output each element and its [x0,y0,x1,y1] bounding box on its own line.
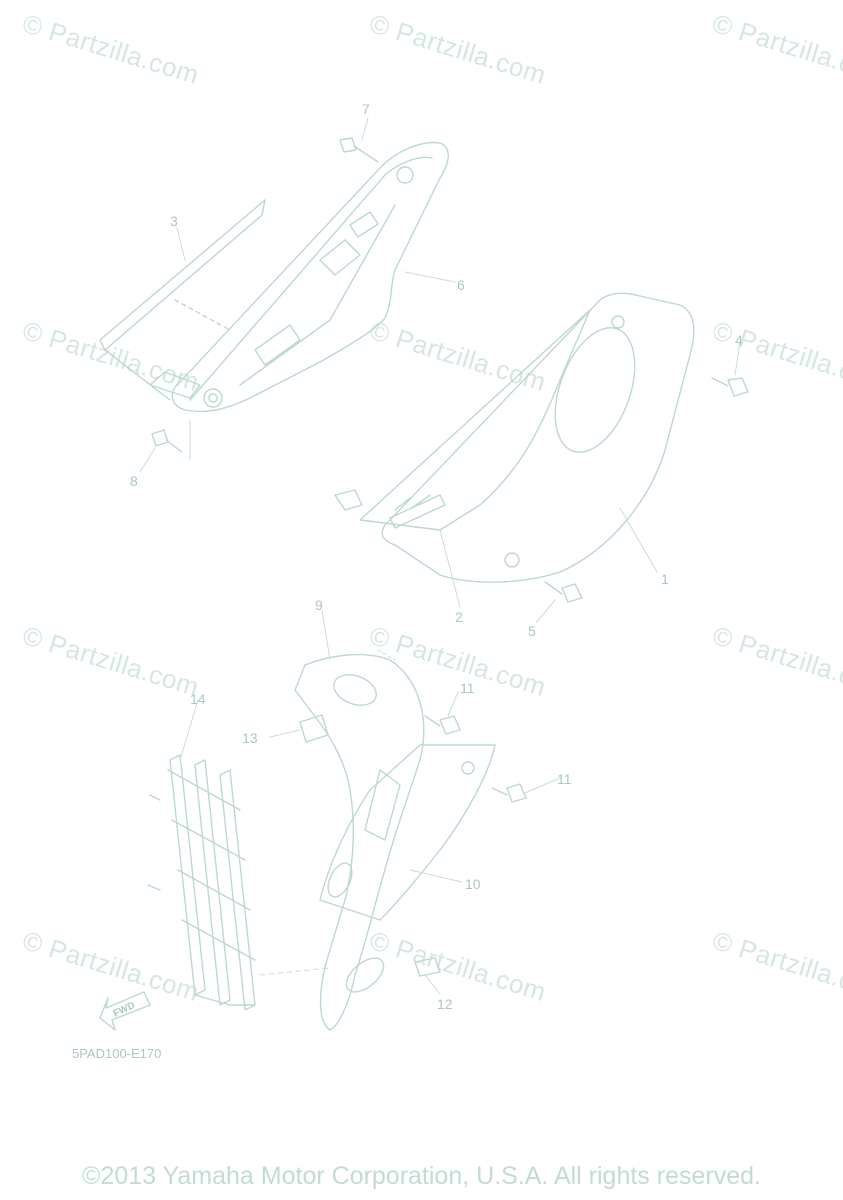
side-cover-right [334,292,695,583]
callout-1: 1 [661,571,669,587]
callout-14: 14 [190,691,206,707]
callout-6: 6 [457,277,465,293]
copyright-notice: ©2013 Yamaha Motor Corporation, U.S.A. A… [82,1162,761,1190]
bolt-11a [424,715,461,735]
side-cover-left [149,141,449,413]
damper [299,714,329,743]
leader-lines [139,117,741,995]
callout-5: 5 [528,623,536,639]
callout-12: 12 [437,996,453,1012]
callout-2: 2 [455,609,463,625]
callout-4: 4 [735,332,743,348]
bolt-8 [151,429,183,453]
radiator-cover [294,653,425,1031]
callout-3: 3 [170,213,178,229]
bolt-4 [711,377,749,397]
bolt-12 [414,957,441,977]
callout-13: 13 [242,730,258,746]
graphic-left [99,199,266,401]
callout-10: 10 [465,876,481,892]
callout-11b: 11 [557,771,572,787]
graphic-decal [359,309,591,531]
fwd-label: FWD [112,1000,137,1020]
radiator-guard [147,754,256,1011]
bolt-7 [339,137,379,163]
diagram-code: 5PAD100-E170 [72,1046,162,1061]
callout-7: 7 [362,101,370,117]
bolt-5 [544,581,583,603]
callout-8: 8 [130,473,138,489]
bolt-11b [491,783,527,803]
radiator-cover-graphic [319,744,496,921]
callout-9: 9 [315,597,323,613]
callout-labels: 1 2 3 4 5 6 7 8 9 10 11 11 12 13 14 FWD [112,101,743,1020]
callout-11a: 11 [460,680,475,696]
fwd-arrow [99,991,151,1031]
